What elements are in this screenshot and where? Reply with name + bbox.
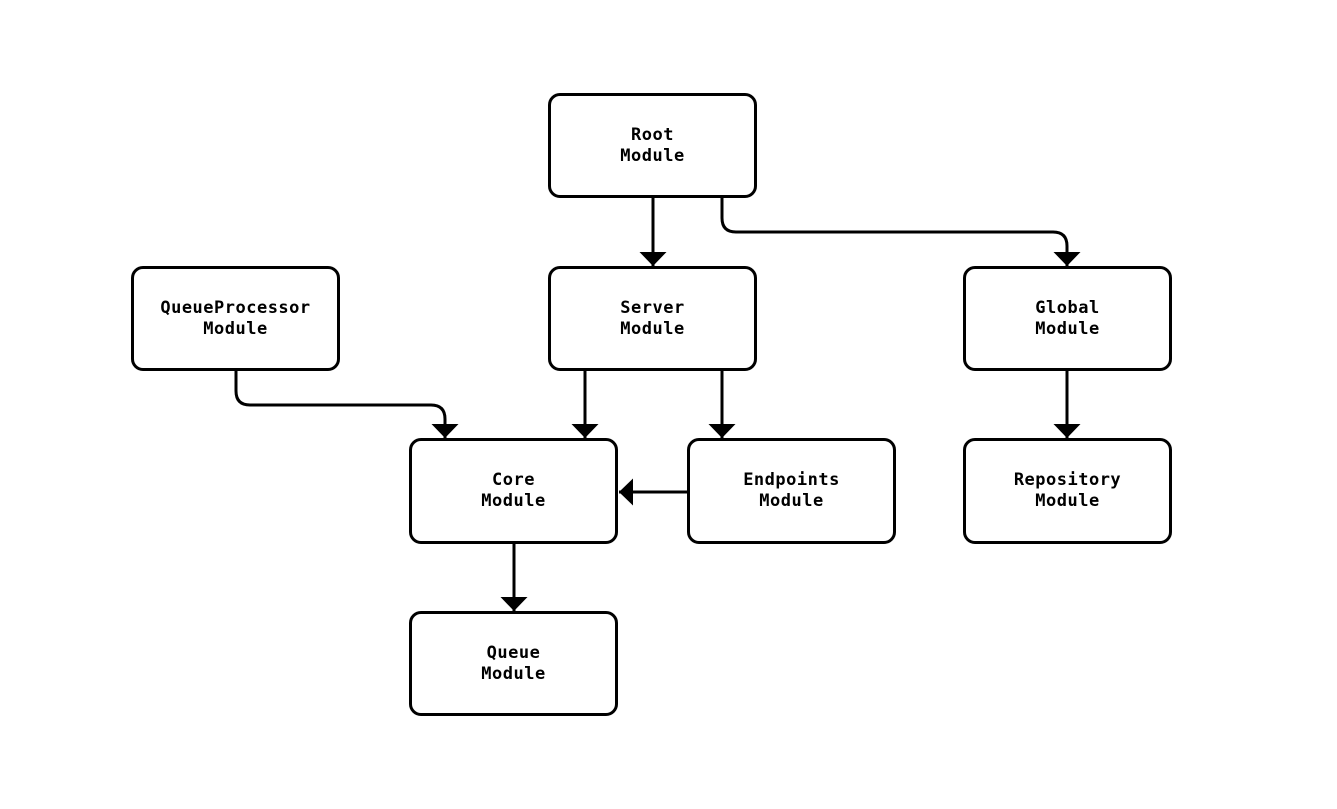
edge-root-to-global [720, 198, 1081, 266]
node-queueprocessor-module-label: QueueProcessor Module [160, 297, 311, 339]
node-global-module-label: Global Module [1035, 297, 1100, 339]
node-queue-module: Queue Module [409, 611, 618, 716]
node-queueprocessor-module: QueueProcessor Module [131, 266, 340, 371]
node-endpoints-module: Endpoints Module [687, 438, 896, 544]
node-queue-module-label: Queue Module [481, 642, 546, 684]
node-server-module-label: Server Module [620, 297, 685, 339]
edge-queueprocessor-to-core [234, 371, 459, 438]
node-core-module-label: Core Module [481, 470, 546, 511]
node-endpoints-module-label: Endpoints Module [743, 470, 840, 511]
node-repository-module-label: Repository Module [1013, 470, 1122, 511]
node-root-module: Root Module [548, 93, 757, 198]
node-root-module-label: Root Module [620, 124, 685, 166]
node-global-module: Global Module [963, 266, 1172, 371]
node-server-module: Server Module [548, 266, 757, 371]
node-repository-module: Repository Module [963, 438, 1172, 544]
node-core-module: Core Module [409, 438, 618, 544]
